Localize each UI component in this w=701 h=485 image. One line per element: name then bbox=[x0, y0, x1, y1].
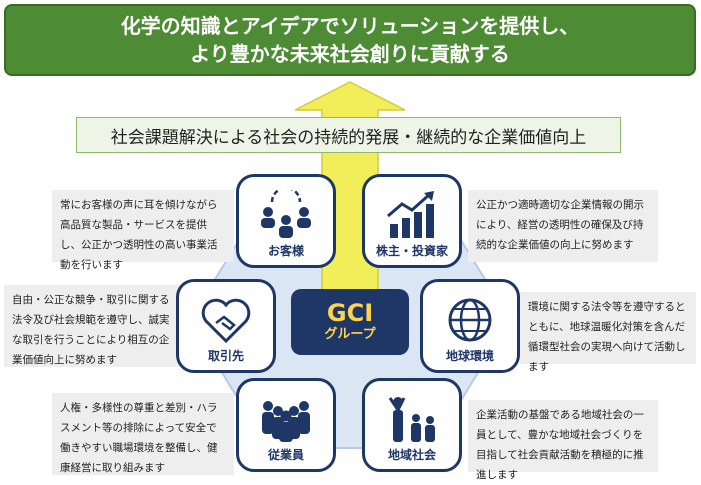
globe-icon bbox=[448, 298, 492, 342]
node-customer: お客様 bbox=[236, 174, 336, 268]
mission-banner: 化学の知識とアイデアでソリューションを提供し、 より豊かな未来社会創りに貢献する bbox=[4, 4, 696, 76]
node-label-partners: 取引先 bbox=[207, 349, 244, 363]
mission-line-2: より豊かな未来社会創りに貢献する bbox=[190, 42, 510, 66]
node-label-community: 地域社会 bbox=[387, 448, 436, 462]
node-environment: 地球環境 bbox=[420, 279, 520, 373]
node-shareholders: 株主・投資家 bbox=[362, 174, 462, 268]
gci-title: GCI bbox=[326, 299, 374, 327]
description-environment: 環境に関する法令等を遵守するとともに、地球温暖化対策を含んだ循環型社会の実現へ向… bbox=[520, 292, 696, 373]
description-community: 企業活動の基盤である地域社会の一員として、豊かな地域社会づくりを目指して社会貢献… bbox=[468, 400, 658, 481]
goal-banner: 社会課題解決による社会の持続的発展・継続的な企業価値向上 bbox=[76, 117, 621, 153]
node-label-environment: 地球環境 bbox=[445, 349, 494, 363]
mission-line-1: 化学の知識とアイデアでソリューションを提供し、 bbox=[120, 14, 580, 38]
description-customer: 常にお客様の声に耳を傾けながら高品質な製品・サービスを提供し、公正かつ透明性の高… bbox=[52, 190, 234, 271]
handshake-heart-icon bbox=[201, 298, 251, 344]
community-family-icon bbox=[388, 397, 435, 442]
node-label-customer: お客様 bbox=[267, 244, 304, 258]
bar-chart-growth-icon bbox=[387, 191, 434, 238]
gci-group-box: GCI グループ bbox=[291, 289, 409, 355]
description-employees: 人権・多様性の尊重と差別・ハラスメント等の排除によって安全で働きやすい職場環境を… bbox=[52, 393, 234, 475]
node-community: 地域社会 bbox=[362, 378, 462, 472]
gci-subtitle: グループ bbox=[324, 327, 376, 342]
node-employees: 従業員 bbox=[236, 378, 336, 472]
description-shareholders: 公正かつ適時適切な企業情報の開示により、経営の透明性の確保及び持続的な企業価値の… bbox=[468, 190, 658, 262]
customer-group-icon bbox=[261, 190, 311, 238]
node-label-employees: 従業員 bbox=[267, 448, 304, 462]
node-label-shareholders: 株主・投資家 bbox=[375, 244, 448, 258]
node-partners: 取引先 bbox=[176, 279, 276, 373]
employees-icon bbox=[262, 401, 310, 442]
description-partners: 自由・公正な競争・取引に関する法令及び社会規範を遵守し、誠実な取引を行うことによ… bbox=[4, 285, 180, 367]
